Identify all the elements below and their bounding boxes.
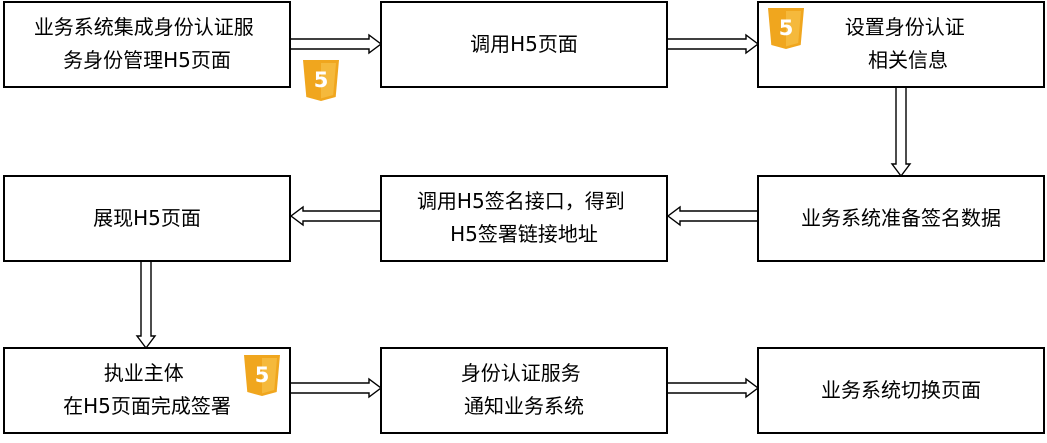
node-prepare-sign: 业务系统准备签名数据 (757, 175, 1045, 262)
node-switch-page: 业务系统切换页面 (757, 347, 1045, 434)
arrow-start-to-call-h5 (289, 33, 383, 55)
node-set-auth: 设置身份认证 相关信息 (757, 1, 1045, 88)
svg-text:身份认证服务 通知业务系统: 身份认证服务 通知业务系统 (461, 361, 587, 418)
svg-text:业务系统集成身份认证服 务身份管理H5页面: 业务系统集成身份认证服 务身份管理H5页面 (34, 15, 260, 72)
html5-icon-glyph: 5 (314, 68, 329, 92)
arrow-call-sign-api-to-show-h5 (289, 205, 382, 227)
node-show-h5: 展现H5页面 (3, 175, 291, 262)
node-call-h5: 调用H5页面 (380, 1, 668, 88)
node-sign: 执业主体 在H5页面完成签署 (3, 347, 291, 434)
node-prepare-sign-line-1: 业务系统准备签名数据 (801, 206, 1001, 230)
svg-text:调用H5签名接口，得到 H5签署链接地址: 调用H5签名接口，得到 H5签署链接地址 (417, 189, 631, 246)
node-call-sign-api-line-1: 调用H5签名接口，得到 (417, 189, 625, 213)
node-call-sign-api: 调用H5签名接口，得到 H5签署链接地址 (380, 175, 668, 262)
svg-text:执业主体 在H5页面完成签署: 执业主体 在H5页面完成签署 (63, 361, 231, 418)
arrow-set-auth-to-prepare-sign (890, 86, 912, 178)
node-start-line-1: 业务系统集成身份认证服 (34, 15, 254, 39)
html5-icon: 5 (768, 8, 804, 49)
arrow-sign-to-notify (289, 377, 383, 399)
node-notify-line-1: 身份认证服务 (461, 361, 581, 385)
node-call-h5-line-1: 调用H5页面 (470, 32, 578, 56)
arrow-notify-to-switch-page (666, 377, 760, 399)
arrow-show-h5-to-sign (135, 260, 157, 350)
html5-icon: 5 (303, 60, 339, 101)
node-switch-page-line-1: 业务系统切换页面 (821, 378, 981, 402)
node-notify-line-2: 通知业务系统 (464, 394, 584, 418)
node-notify: 身份认证服务 通知业务系统 (380, 347, 668, 434)
node-set-auth-line-2: 相关信息 (868, 48, 948, 72)
node-set-auth-line-1: 设置身份认证 (845, 15, 965, 39)
svg-text:调用H5页面: 调用H5页面 (470, 32, 578, 56)
node-show-h5-line-1: 展现H5页面 (93, 206, 201, 230)
arrow-prepare-sign-to-call-sign-api (666, 205, 759, 227)
node-sign-line-1: 执业主体 (104, 361, 184, 385)
svg-text:展现H5页面: 展现H5页面 (93, 206, 201, 230)
html5-icon: 5 (244, 355, 280, 396)
svg-text:业务系统切换页面: 业务系统切换页面 (821, 378, 981, 402)
html5-icon-glyph: 5 (255, 363, 270, 387)
html5-icon-glyph: 5 (779, 16, 794, 40)
node-sign-line-2: 在H5页面完成签署 (63, 394, 231, 418)
svg-text:业务系统准备签名数据: 业务系统准备签名数据 (801, 206, 1001, 230)
node-start-line-2: 务身份管理H5页面 (63, 48, 231, 72)
node-start: 业务系统集成身份认证服 务身份管理H5页面 (3, 1, 291, 88)
svg-text:设置身份认证 相关信息: 设置身份认证 相关信息 (845, 15, 971, 72)
arrow-call-h5-to-set-auth (666, 33, 760, 55)
node-call-sign-api-line-2: H5签署链接地址 (450, 222, 598, 246)
